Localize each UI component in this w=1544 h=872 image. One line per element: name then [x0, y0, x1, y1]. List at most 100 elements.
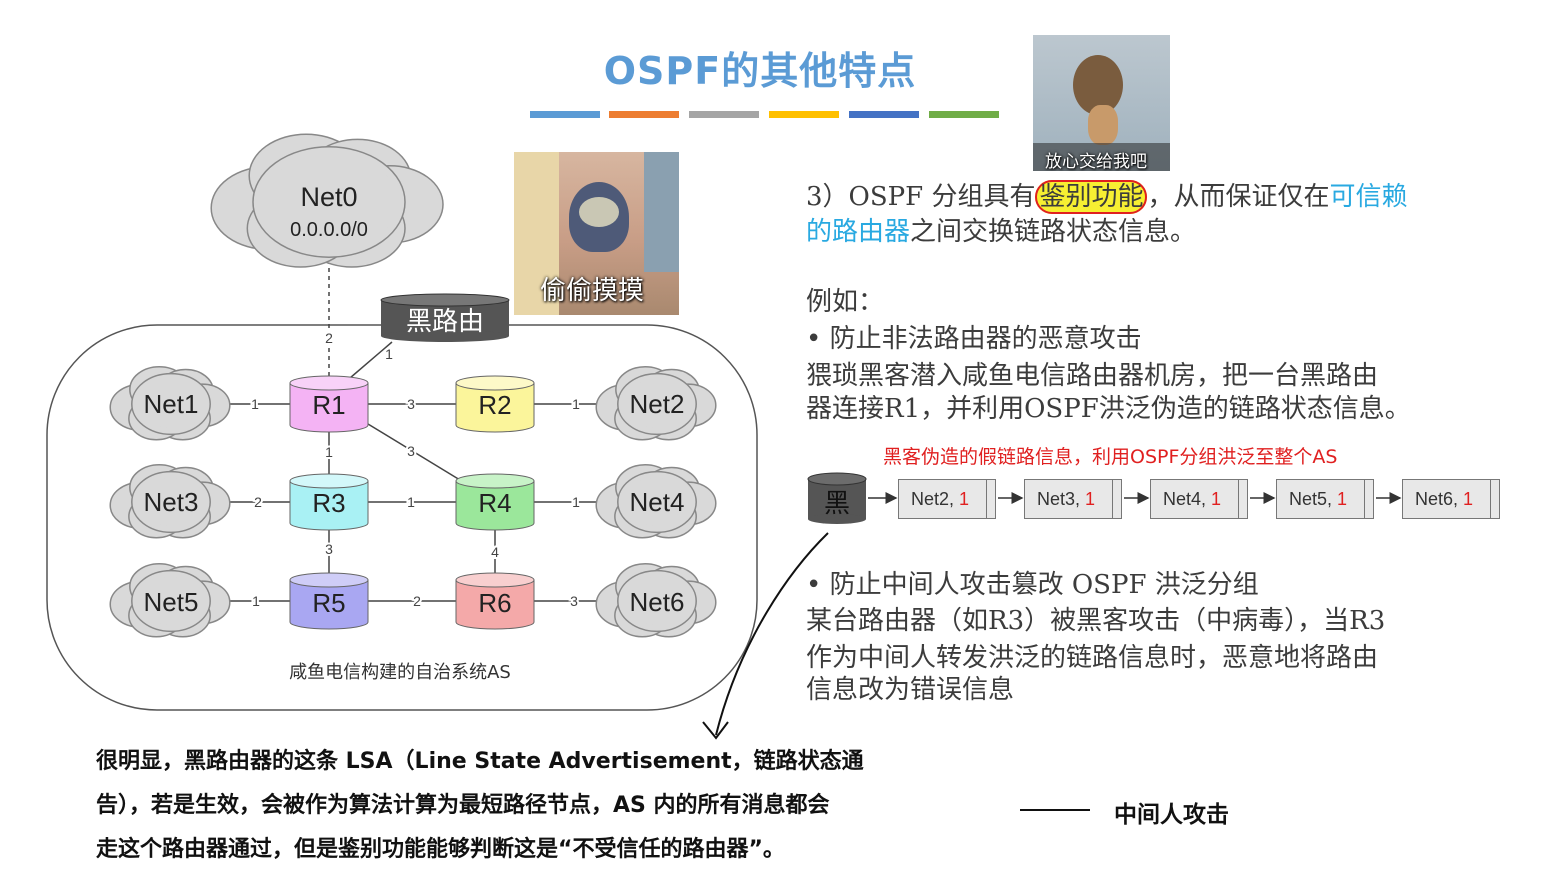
- cost-r2-net2: 1: [572, 396, 580, 412]
- cost-r3-r4: 1: [407, 494, 415, 510]
- cost-net0-r1: 2: [325, 330, 333, 346]
- tom-meme-caption: 偷偷摸摸: [540, 276, 645, 306]
- cost-r1-r3: 1: [325, 444, 333, 460]
- chain-box-cost: 1: [1085, 489, 1096, 509]
- point3-highlight: 鉴别功能: [1035, 180, 1148, 214]
- handdrawn-arrow: [715, 532, 829, 736]
- net0-address: 0.0.0.0/0: [290, 219, 368, 241]
- handdrawn-arrowhead: [702, 721, 729, 740]
- bullet2-line3: 信息改为错误信息: [806, 675, 1015, 705]
- cost-black-r1: 1: [385, 346, 393, 362]
- net0-name: Net0: [300, 182, 357, 212]
- note-line-3: 走这个路由器通过，但是鉴别功能能够判断这是“不受信任的路由器”。: [96, 837, 785, 862]
- chain-box-net: Net2,: [911, 489, 960, 509]
- bullet1-line2: 器连接R1，并利用OSPF洪泛伪造的链路状态信息。: [806, 394, 1411, 424]
- bullet1-title: • 防止非法路由器的恶意攻击: [806, 324, 1142, 354]
- router-r6-label: R6: [478, 588, 511, 618]
- chain-box-net: Net5,: [1289, 489, 1338, 509]
- bullet2-line2: 作为中间人转发洪泛的链路信息时，恶意地将路由: [806, 643, 1379, 673]
- example-label: 例如：: [806, 287, 885, 317]
- link-r1-r4: [367, 423, 461, 481]
- cost-r6-net6: 3: [570, 593, 578, 609]
- router-r3-label: R3: [312, 488, 345, 518]
- cost-net5-r5: 1: [252, 593, 260, 609]
- point3-blue2: 的路由器: [806, 217, 911, 247]
- title-bar-2: [609, 111, 679, 118]
- net1-cloud: [109, 365, 231, 441]
- chain-box-4: Net5, 1: [1276, 479, 1374, 519]
- net0-cloud: [210, 133, 444, 268]
- bullet2-title: • 防止中间人攻击篡改 OSPF 洪泛分组: [806, 570, 1259, 600]
- router-r1-label: R1: [312, 390, 345, 420]
- chain-box-cost: 1: [1463, 489, 1474, 509]
- mitm-label: 中间人攻击: [1114, 802, 1229, 828]
- router-r1: [289, 375, 369, 433]
- jerry-meme-caption: 放心交给我吧: [1045, 152, 1147, 171]
- black-router: [380, 293, 510, 342]
- cost-r4-net4: 1: [572, 494, 580, 510]
- net3-label: Net3: [144, 487, 199, 517]
- net4-cloud: [595, 463, 717, 539]
- title-bar-4: [769, 111, 839, 118]
- jerry-meme-image: 放心交给我吧: [1033, 35, 1170, 171]
- point3-suffix: 之间交换链路状态信息。: [910, 217, 1197, 247]
- title-bar-5: [849, 111, 919, 118]
- cost-net1-r1: 1: [251, 396, 259, 412]
- point3-blue1: 可信赖: [1329, 182, 1408, 212]
- chain-box-1: Net2, 1: [898, 479, 996, 519]
- chain-box-net: Net4,: [1163, 489, 1212, 509]
- router-r2: [455, 375, 535, 433]
- chain-box-cost: 1: [1211, 489, 1222, 509]
- net1-label: Net1: [144, 389, 199, 419]
- net4-label: Net4: [630, 487, 685, 517]
- router-r2-label: R2: [478, 390, 511, 420]
- bullet1-line1: 猥琐黑客潜入咸鱼电信路由器机房，把一台黑路由: [806, 361, 1379, 391]
- title-bar-1: [530, 111, 600, 118]
- point3-line2: 的路由器之间交换链路状态信息。: [806, 215, 1196, 249]
- chain-box-2: Net3, 1: [1024, 479, 1122, 519]
- point3-line1: 3）OSPF 分组具有鉴别功能，从而保证仅在可信赖: [806, 180, 1408, 214]
- chain-box-net: Net6,: [1415, 489, 1464, 509]
- black-node-label: 黑: [824, 489, 850, 519]
- cost-net3-r3: 2: [254, 494, 262, 510]
- cost-r5-r6: 2: [413, 593, 421, 609]
- router-r6: [455, 572, 535, 630]
- slide-title: OSPF的其他特点: [603, 49, 917, 93]
- title-bar-6: [929, 111, 999, 118]
- note-line-2: 告），若是生效，会被作为算法计算为最短路径节点，AS 内的所有消息都会: [96, 793, 830, 818]
- fake-lsa-caption: 黑客伪造的假链路信息，利用OSPF分组洪泛至整个AS: [883, 446, 1338, 468]
- net6-cloud: [595, 562, 717, 638]
- cost-r4-r6: 4: [491, 544, 499, 560]
- cost-r3-r5: 3: [325, 541, 333, 557]
- router-r5: [289, 572, 369, 630]
- net6-label: Net6: [630, 587, 685, 617]
- cost-r1-r4: 3: [407, 443, 415, 459]
- net2-cloud: [595, 365, 717, 441]
- bullet2-line1: 某台路由器（如R3）被黑客攻击（中病毒），当R3: [806, 606, 1386, 636]
- net5-label: Net5: [144, 587, 199, 617]
- router-r3: [289, 473, 369, 531]
- router-r5-label: R5: [312, 588, 345, 618]
- chain-box-5: Net6, 1: [1402, 479, 1500, 519]
- net3-cloud: [109, 463, 231, 539]
- bottom-note: 很明显，黑路由器的这条 LSA（Line State Advertisement…: [96, 740, 996, 872]
- router-r4: [455, 473, 535, 531]
- router-r4-label: R4: [478, 488, 511, 518]
- title-bar-3: [689, 111, 759, 118]
- point3-prefix: 3）OSPF 分组具有: [806, 182, 1036, 212]
- chain-box-cost: 1: [1337, 489, 1348, 509]
- link-black-r1: [349, 341, 393, 379]
- chain-box-net: Net3,: [1037, 489, 1086, 509]
- point3-mid: ，从而保证仅在: [1147, 182, 1330, 212]
- cost-r1-r2: 3: [407, 396, 415, 412]
- chain-box-cost: 1: [959, 489, 970, 509]
- as-caption: 咸鱼电信构建的自治系统AS: [289, 662, 511, 683]
- net5-cloud: [109, 562, 231, 638]
- chain-box-3: Net4, 1: [1150, 479, 1248, 519]
- note-line-1: 很明显，黑路由器的这条 LSA（Line State Advertisement…: [96, 749, 864, 774]
- black-router-label: 黑路由: [406, 307, 484, 337]
- net2-label: Net2: [630, 389, 685, 419]
- black-node: [807, 472, 867, 524]
- tom-meme-image: 偷偷摸摸: [514, 152, 679, 315]
